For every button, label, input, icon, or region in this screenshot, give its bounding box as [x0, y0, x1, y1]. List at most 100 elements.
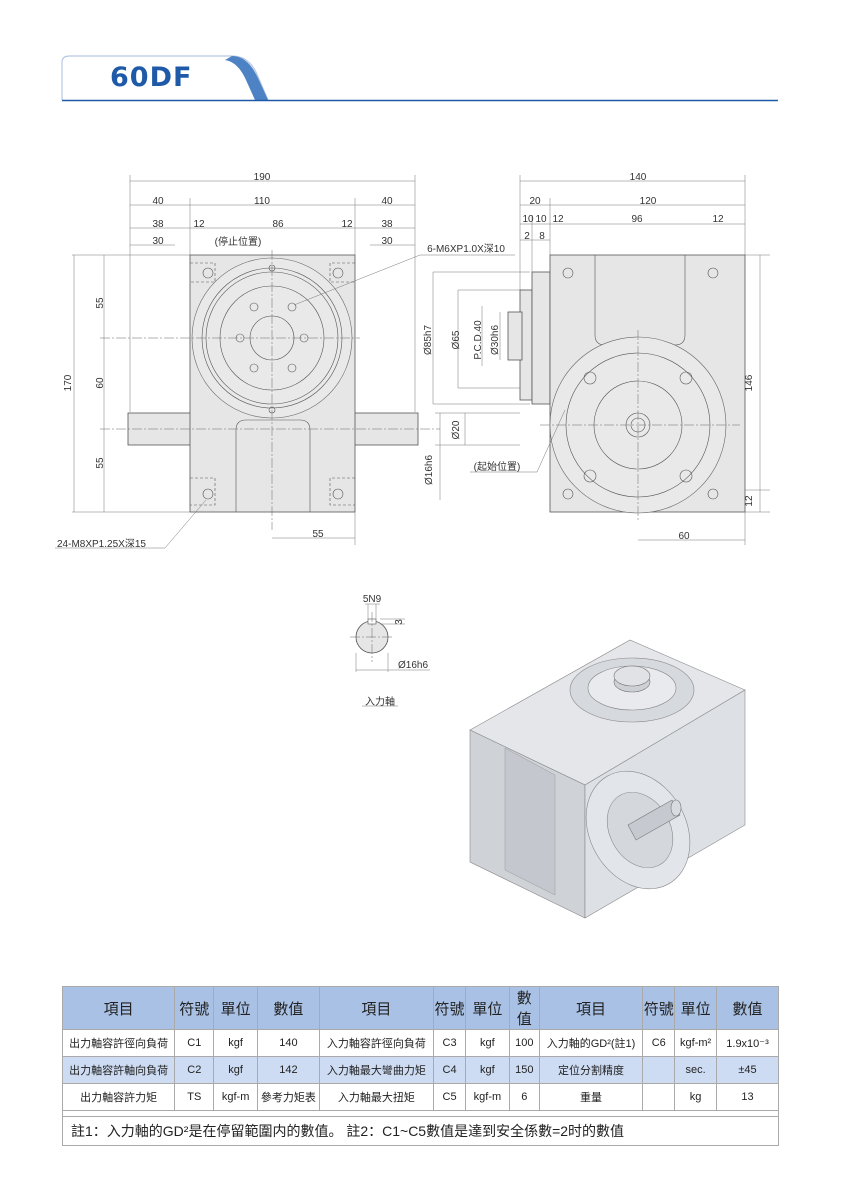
- table-cell: 100: [508, 1029, 540, 1057]
- dim-label: 12: [744, 495, 755, 507]
- dim-label: 110: [254, 196, 270, 207]
- table-note-row: 註1：入力軸的GD²是在停留範圍内的數值。 註2：C1~C5數值是達到安全係數=…: [62, 1116, 779, 1146]
- dim-label: 38: [381, 219, 393, 230]
- product-3d-render: [469, 639, 746, 919]
- table-cell: kgf-m: [464, 1083, 510, 1111]
- table-cell: sec.: [674, 1056, 718, 1084]
- dim-label: Ø85h7: [423, 325, 434, 355]
- table-cell: 參考力矩表: [257, 1083, 320, 1111]
- dim-label: Ø16h6: [398, 660, 428, 671]
- table-cell: kg: [674, 1083, 718, 1111]
- table-row: 出力軸容許軸向負荷 C2 kgf 142 入力軸最大彎曲力矩 C4 kgf 15…: [61, 1056, 779, 1084]
- table-note: 註1：入力軸的GD²是在停留範圍内的數值。 註2：C1~C5數值是達到安全係數=…: [62, 1116, 779, 1146]
- table-cell: kgf: [464, 1056, 510, 1084]
- dim-label: 170: [63, 374, 74, 391]
- table-cell: C4: [433, 1056, 466, 1084]
- table-cell: C6: [642, 1029, 676, 1057]
- table-cell: 入力軸容許徑向負荷: [318, 1029, 435, 1057]
- header-tab: [61, 55, 778, 102]
- dim-label: 8: [539, 231, 545, 242]
- dim-label: 120: [640, 196, 657, 207]
- table-cell: 1.9x10⁻³: [716, 1029, 779, 1057]
- input-shaft-section: 5N9 3 Ø16h6 入力軸: [350, 594, 430, 708]
- table-cell: C5: [433, 1083, 466, 1111]
- dim-label: 38: [152, 219, 164, 230]
- dim-label: 140: [630, 172, 647, 183]
- table-cell: 142: [257, 1056, 320, 1084]
- table-cell: 出力軸容許徑向負荷: [61, 1029, 176, 1057]
- dim-label: 10: [535, 214, 547, 225]
- dim-label: 30: [152, 236, 164, 247]
- dim-label: 60: [678, 531, 690, 542]
- table-cell: [642, 1083, 676, 1111]
- dim-label: Ø30h6: [490, 325, 501, 355]
- table-cell: [642, 1056, 676, 1084]
- start-position-label: (起始位置): [474, 460, 521, 473]
- table-cell: C1: [174, 1029, 215, 1057]
- dim-label: 12: [712, 214, 724, 225]
- table-cell: 入力軸最大扭矩: [318, 1083, 435, 1111]
- dim-label: 55: [95, 457, 106, 469]
- dim-label: 40: [152, 196, 164, 207]
- table-cell: kgf: [213, 1029, 259, 1057]
- column-header: 符號: [174, 986, 215, 1030]
- table-cell: TS: [174, 1083, 215, 1111]
- dim-label: 3: [394, 619, 405, 625]
- dim-label: 12: [341, 219, 353, 230]
- column-header: 單位: [674, 986, 718, 1030]
- dim-label: 86: [272, 219, 284, 230]
- column-header: 單位: [464, 986, 510, 1030]
- dim-label: 40: [381, 196, 393, 207]
- table-cell: 重量: [538, 1083, 644, 1111]
- dim-label: 146: [744, 374, 755, 391]
- table-cell: kgf: [213, 1056, 259, 1084]
- dim-label: 2: [524, 231, 530, 242]
- thread-callout: 24-M8XP1.25X深15: [57, 538, 146, 550]
- input-shaft-label: 入力軸: [365, 695, 395, 708]
- dim-label: Ø65: [451, 330, 462, 349]
- dim-label: Ø16h6: [424, 455, 435, 485]
- table-row: 出力軸容許力矩 TS kgf-m 參考力矩表 入力軸最大扭矩 C5 kgf-m …: [61, 1083, 779, 1111]
- table-cell: 出力軸容許力矩: [61, 1083, 176, 1111]
- column-header: 數值: [508, 986, 540, 1030]
- column-header: 符號: [642, 986, 676, 1030]
- table-cell: 13: [716, 1083, 779, 1111]
- thread-callout: 6-M6XP1.0X深10: [427, 243, 505, 255]
- table-cell: ±45: [716, 1056, 779, 1084]
- dim-label: 190: [254, 172, 271, 183]
- dim-label: Ø20: [451, 420, 462, 439]
- table-cell: 出力軸容許軸向負荷: [61, 1056, 176, 1084]
- dim-label: 5N9: [363, 594, 382, 605]
- dim-label: P.C.D.40: [473, 320, 484, 360]
- column-header: 數值: [716, 986, 779, 1030]
- dim-label: 10: [522, 214, 534, 225]
- table-cell: 入力軸的GD²(註1): [538, 1029, 644, 1057]
- table-cell: C2: [174, 1056, 215, 1084]
- column-header: 項目: [318, 986, 435, 1030]
- dim-label: 60: [95, 377, 106, 389]
- table-cell: kgf-m²: [674, 1029, 718, 1057]
- dim-label: 12: [193, 219, 205, 230]
- front-view: 190 40 110 40 38 12 86 12 38 30 30 (停止位置…: [55, 172, 530, 550]
- specification-table: 項目 符號 單位 數值 項目 符號 單位 數值 項目 符號 單位 數值 出力軸容…: [61, 986, 779, 1146]
- table-row: 出力軸容許徑向負荷 C1 kgf 140 入力軸容許徑向負荷 C3 kgf 10…: [61, 1029, 779, 1057]
- dim-label: 55: [312, 529, 324, 540]
- dim-label: 55: [95, 297, 106, 309]
- table-cell: 入力軸最大彎曲力矩: [318, 1056, 435, 1084]
- column-header: 數值: [257, 986, 320, 1030]
- dim-label: 20: [529, 196, 541, 207]
- column-header: 項目: [538, 986, 644, 1030]
- column-header: 項目: [61, 986, 176, 1030]
- column-header: 符號: [433, 986, 466, 1030]
- column-header: 單位: [213, 986, 259, 1030]
- dim-label: 96: [631, 214, 643, 225]
- table-cell: 6: [508, 1083, 540, 1111]
- table-cell: 定位分割精度: [538, 1056, 644, 1084]
- table-header-row: 項目 符號 單位 數值 項目 符號 單位 數值 項目 符號 單位 數值: [61, 986, 779, 1030]
- table-cell: C3: [433, 1029, 466, 1057]
- dim-label: 12: [552, 214, 564, 225]
- table-cell: 150: [508, 1056, 540, 1084]
- table-cell: kgf: [464, 1029, 510, 1057]
- page-title: 60DF: [110, 62, 193, 93]
